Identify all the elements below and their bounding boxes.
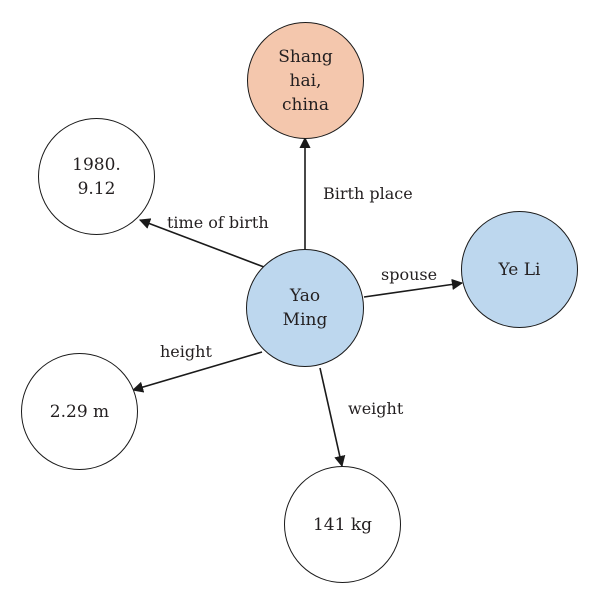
node-weight-label: 141 kg [312, 514, 373, 535]
edge-label-birthplace: Birth place [323, 184, 413, 203]
edge-label-weight: weight [348, 399, 404, 418]
edge-label-spouse: spouse [381, 265, 438, 284]
node-birthplace: Shang hai, china [247, 22, 364, 139]
node-center-label: Yao Ming [282, 286, 328, 330]
node-birthplace-label: Shang hai, china [278, 46, 333, 115]
edge-label-time-of-birth: time of birth [167, 213, 269, 232]
edge-time-of-birth-arrow [138, 218, 265, 268]
node-height: 2.29 m [21, 353, 138, 470]
edge-weight-arrow [319, 367, 346, 468]
node-spouse: Ye Li [461, 211, 578, 328]
node-height-label: 2.29 m [49, 401, 110, 422]
edge-spouse-arrow [363, 278, 464, 298]
node-center: Yao Ming [246, 249, 364, 367]
edge-height-arrow [131, 351, 263, 393]
node-weight: 141 kg [284, 466, 401, 583]
node-birth-date-label: 1980. 9.12 [72, 154, 121, 199]
node-spouse-label: Ye Li [498, 259, 541, 280]
node-birth-date: 1980. 9.12 [38, 118, 155, 235]
edge-label-height: height [160, 342, 212, 361]
